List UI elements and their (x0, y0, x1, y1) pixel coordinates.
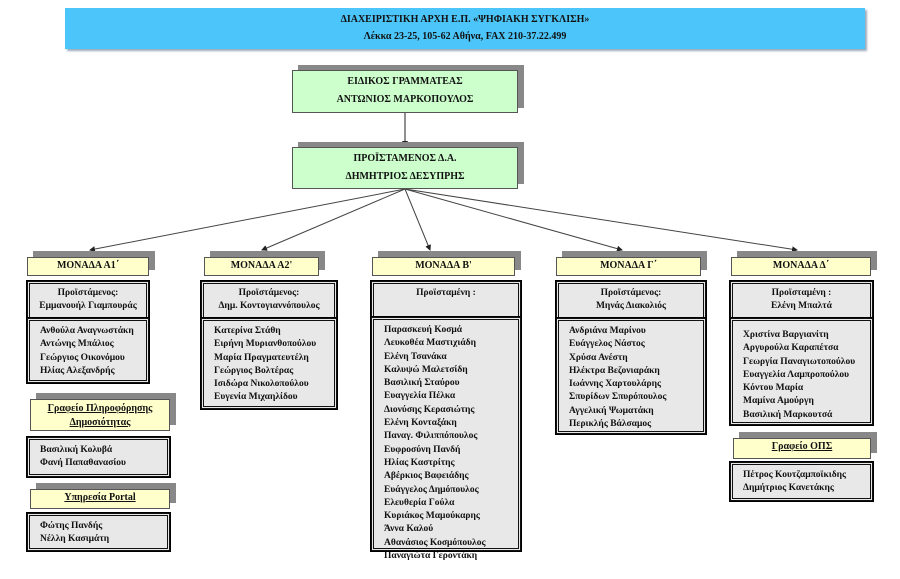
member: Ελευθερία Γούλα (384, 497, 455, 508)
unit-c-boss: Προϊστάμενος: Μηνάς Διακολιός (555, 280, 707, 319)
office-ops-header: Γραφείο ΟΠΣ (733, 438, 871, 459)
director-role: ΠΡΟΪΣΤΑΜΕΝΟΣ Δ.Α. (353, 153, 457, 164)
member: Φανή Παπαθανασίου (40, 458, 126, 469)
member: Ευαγγελία Λαμπροπούλου (743, 369, 850, 380)
arrow-unit-a1 (89, 188, 406, 252)
member: Αντώνης Μπάλιος (40, 339, 114, 350)
secretary-role: ΕΙΔΙΚΟΣ ΓΡΑΜΜΑΤΕΑΣ (347, 76, 463, 87)
arrow-unit-d (404, 188, 798, 253)
unit-a1-boss: Προϊστάμενος: Εμμανουήλ Γιαμπουράς (26, 280, 150, 319)
secretary-name: ΑΝΤΩΝΙΟΣ ΜΑΡΚΟΠΟΥΛΟΣ (336, 94, 474, 105)
member: Αργυρούλα Καραπέτσα (743, 343, 839, 354)
unit-a1-header: ΜΟΝΑΔΑ Α1΄ (27, 257, 149, 276)
member: Καλυψώ Μαλετσίδη (384, 364, 468, 375)
secretary-box: ΕΙΔΙΚΟΣ ΓΡΑΜΜΑΤΕΑΣ ΑΝΤΩΝΙΟΣ ΜΑΡΚΟΠΟΥΛΟΣ (292, 70, 518, 113)
member: Άννα Καλού (384, 524, 434, 535)
boss-name: Ελένη Μπαλτά (771, 301, 832, 311)
unit-d-header: ΜΟΝΑΔΑ Δ΄ (731, 257, 871, 276)
member: Περικλής Βάλσαμος (569, 419, 652, 430)
member: Ισιδώρα Νικολοπούλου (214, 379, 309, 390)
member: Ηλέκτρα Βεζονιαράκη (569, 365, 660, 376)
header-address: Λέκκα 23-25, 105-62 Αθήνα, FAX 210-37.22… (363, 31, 567, 42)
member: Ανδριάνα Μαρίνου (569, 326, 646, 336)
member: Παναγ. Φιλιππόπουλος (384, 431, 478, 442)
unit-c-header: ΜΟΝΑΔΑ Γ΄ (556, 257, 701, 276)
member: Ευγενία Μιχαηλίδου (214, 392, 298, 403)
arrow-unit-c (404, 188, 623, 252)
member: Χρύσα Ανέστη (569, 352, 628, 363)
member: Ευάγγελος Δημόπουλος (384, 484, 479, 495)
member: Γεωργία Παναγιωτοπούλου (743, 356, 856, 367)
unit-b-header: ΜΟΝΑΔΑ Β' (372, 257, 515, 276)
office-ops-members: Πέτρος Κουτζαμποϊκιδης Δημήτριος Κανετάκ… (729, 461, 874, 502)
member: Ειρήνη Μυριανθοπούλου (214, 339, 317, 350)
boss-label: Προϊστάμενος: (600, 288, 662, 298)
office-title: Γραφείο Πληροφόρησης (47, 403, 153, 414)
member: Παρασκευή Κοσμά (384, 325, 463, 335)
office-portal-members: Φώτης Πανδής Νέλλη Κασιμάτη (26, 512, 171, 552)
member: Βασιλική Κολυβά (40, 445, 113, 455)
boss-name: Μηνάς Διακολιός (595, 301, 667, 311)
member: Αγγελική Ψωματάκη (569, 405, 654, 416)
unit-a2-boss: Προϊστάμενος: Δημ. Κοντογιαννόπουλος (200, 280, 338, 319)
unit-a2-header: ΜΟΝΑΔΑ Α2' (204, 257, 319, 276)
member: Διονύσης Κερασιώτης (384, 404, 475, 415)
unit-b-members: Παρασκευή Κοσμά Λευκοθέα Μαστιχιάδη Ελέν… (370, 316, 522, 561)
header-title: ΔΙΑΧΕΙΡΙΣΤΙΚΗ ΑΡΧΗ Ε.Π. «ΨΗΦΙΑΚΗ ΣΥΓΚΛΙΣ… (340, 14, 590, 25)
office-publicity-header: Γραφείο Πληροφόρησης Δημοσιότητας (30, 399, 170, 431)
director-box: ΠΡΟΪΣΤΑΜΕΝΟΣ Δ.Α. ΔΗΜΗΤΡΙΟΣ ΔΕΣΥΠΡΗΣ (292, 147, 518, 189)
member: Ευάγγελος Νάστος (569, 339, 645, 350)
member: Ευαγγελία Πέλκα (384, 391, 456, 402)
member: Νέλλη Κασιμάτη (40, 534, 110, 545)
boss-label: Προϊστάμενος: (57, 288, 119, 298)
member: Ιωάννης Χαρτουλάρης (569, 379, 661, 390)
unit-b-boss: Προϊσταμένη : (370, 280, 522, 318)
member: Σπυρίδων Σπυρόπουλος (569, 392, 667, 403)
member: Λευκοθέα Μαστιχιάδη (384, 338, 476, 349)
unit-d-boss: Προϊσταμένη : Ελένη Μπαλτά (729, 280, 874, 319)
member: Φώτης Πανδής (40, 521, 103, 531)
member: Ελένη Κονταξάκη (384, 418, 457, 429)
member: Ανθούλα Αναγνωστάκη (40, 326, 134, 336)
header-banner: ΔΙΑΧΕΙΡΙΣΤΙΚΗ ΑΡΧΗ Ε.Π. «ΨΗΦΙΑΚΗ ΣΥΓΚΛΙΣ… (65, 8, 865, 49)
member: Μαρία Πραγματευτέλη (214, 352, 309, 363)
member: Δημήτριος Κανετάκης (743, 483, 834, 494)
member: Παναγιώτα Γεροντάκη (384, 551, 478, 562)
member: Ηλίας Καστρίτης (384, 457, 455, 468)
unit-a2-members: Κατερίνα Στάθη Ειρήνη Μυριανθοπούλου Μαρ… (200, 317, 338, 410)
boss-label: Προϊστάμενος: (238, 288, 300, 298)
director-name: ΔΗΜΗΤΡΙΟΣ ΔΕΣΥΠΡΗΣ (345, 171, 465, 182)
member: Ελένη Τσανάκα (384, 351, 447, 362)
member: Μαμίνα Αμούργη (743, 396, 814, 407)
member: Κατερίνα Στάθη (214, 326, 281, 336)
unit-c-members: Ανδριάνα Μαρίνου Ευάγγελος Νάστος Χρύσα … (555, 317, 707, 435)
arrow-unit-b (404, 188, 431, 251)
member: Βασιλική Σταύρου (384, 378, 460, 389)
unit-d-members: Χριστίνα Βαργιανίτη Αργυρούλα Καραπέτσα … (729, 317, 874, 426)
member: Ηλίας Αλεξανδρής (40, 365, 115, 376)
member: Πέτρος Κουτζαμποϊκιδης (743, 470, 847, 480)
member: Χριστίνα Βαργιανίτη (743, 330, 829, 340)
member: Γεώργιος Βολτέρας (214, 365, 294, 376)
member: Ευφροσύνη Πανδή (384, 444, 461, 455)
member: Βασιλική Μαρκουτσά (743, 409, 833, 420)
arrow-unit-a2 (261, 188, 406, 251)
office-publicity-members: Βασιλική Κολυβά Φανή Παπαθανασίου (26, 436, 171, 478)
unit-a1-members: Ανθούλα Αναγνωστάκη Αντώνης Μπάλιος Γεώρ… (26, 317, 150, 384)
member: Αθανάσιος Κοσμόπουλος (384, 537, 486, 548)
member: Αβέρκιος Βαφειάδης (384, 471, 469, 482)
boss-name: Δημ. Κοντογιαννόπουλος (218, 301, 320, 311)
boss-label: Προϊσταμένη : (771, 288, 832, 298)
office-portal-header: Υπηρεσία Portal (30, 489, 170, 509)
member: Κυριάκος Μαμούκαρης (384, 511, 480, 522)
boss-name: Εμμανουήλ Γιαμπουράς (39, 301, 137, 311)
office-title: Δημοσιότητας (69, 417, 131, 428)
member: Γεώργιος Οικονόμου (40, 352, 125, 363)
member: Κόντου Μαρία (743, 383, 804, 394)
boss-label: Προϊσταμένη : (416, 288, 476, 298)
